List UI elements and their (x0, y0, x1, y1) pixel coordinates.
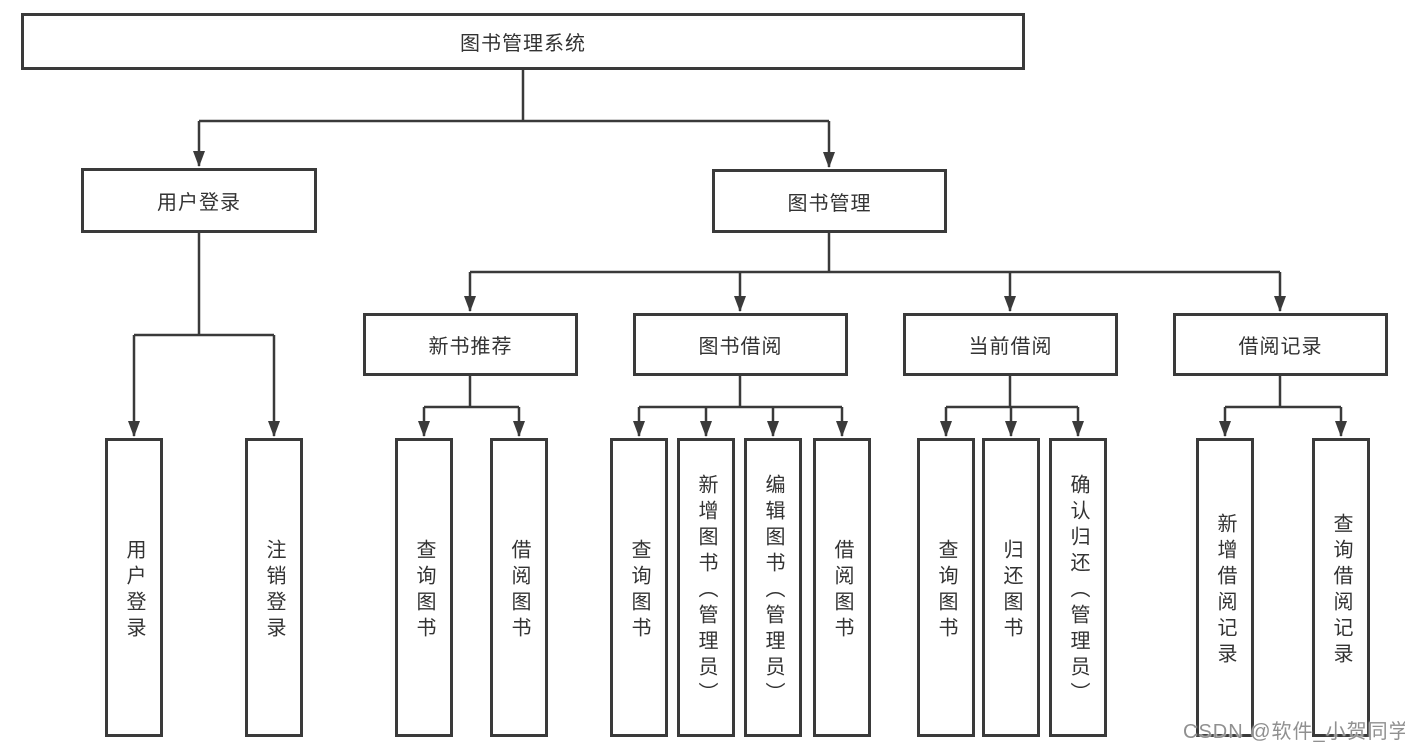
branch-book-management (464, 233, 1286, 312)
leaf-query-books-current: 查询图书 (917, 438, 975, 737)
leaf-user-login: 用户登录 (105, 438, 163, 737)
leaf-query-books-borrow: 查询图书 (610, 438, 668, 737)
node-root-library-system: 图书管理系统 (21, 13, 1025, 70)
leaf-add-books-admin: 新增图书（管理员） (677, 438, 735, 737)
node-current-borrowing: 当前借阅 (903, 313, 1118, 376)
leaf-borrow-books-rec: 借阅图书 (490, 438, 548, 737)
leaf-logout: 注销登录 (245, 438, 303, 737)
csdn-watermark: CSDN @软件_小贺同学 (1183, 721, 1405, 743)
branch-current-borrow (940, 376, 1084, 437)
leaf-add-borrow-record: 新增借阅记录 (1196, 438, 1254, 737)
node-borrowing-records: 借阅记录 (1173, 313, 1388, 376)
branch-borrow-records (1219, 376, 1347, 437)
node-book-borrowing: 图书借阅 (633, 313, 848, 376)
branch-book-borrow (633, 376, 848, 437)
branch-new-book-rec (418, 376, 525, 437)
leaf-query-books-rec: 查询图书 (395, 438, 453, 737)
branch-user-login (128, 233, 280, 437)
leaf-query-borrow-record: 查询借阅记录 (1312, 438, 1370, 737)
node-book-management: 图书管理 (712, 169, 947, 233)
leaf-borrow-books: 借阅图书 (813, 438, 871, 737)
leaf-confirm-return-admin: 确认归还（管理员） (1049, 438, 1107, 737)
leaf-return-books: 归还图书 (982, 438, 1040, 737)
leaf-edit-books-admin: 编辑图书（管理员） (744, 438, 802, 737)
node-user-login: 用户登录 (81, 168, 317, 233)
branch-root (193, 70, 835, 168)
node-new-book-recommendation: 新书推荐 (363, 313, 578, 376)
